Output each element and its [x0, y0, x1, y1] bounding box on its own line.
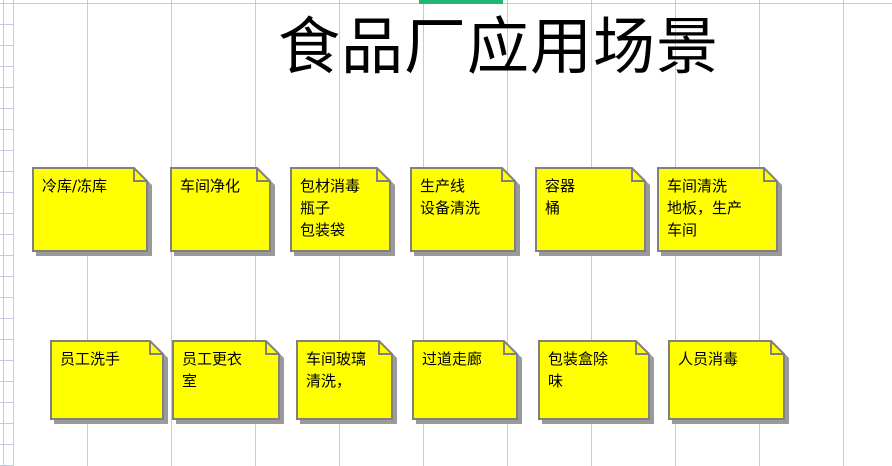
note-fill	[172, 340, 280, 420]
note-label-workshop-purification: 车间净化	[180, 177, 241, 195]
grid-row-line	[0, 255, 14, 256]
note-outline-icon	[657, 167, 778, 252]
note-outline-icon	[290, 167, 391, 252]
grid-row-line	[0, 381, 14, 382]
note-outline-icon	[170, 167, 271, 252]
grid-row-line	[0, 444, 14, 445]
note-label-workshop-cleaning: 车间清洗 地板，生产 车间	[667, 177, 743, 239]
note-outline-icon	[668, 340, 785, 420]
note-shape-production-line-equipment-cleaning[interactable]: 生产线 设备清洗	[410, 167, 516, 252]
column-selection-marker	[419, 0, 503, 4]
note-fill	[410, 167, 516, 252]
note-shape-personnel-disinfection[interactable]: 人员消毒	[668, 340, 785, 420]
grid-row-line	[0, 87, 14, 88]
grid-row-line	[0, 276, 14, 277]
note-outline-icon	[32, 167, 148, 252]
grid-row-line	[0, 192, 14, 193]
note-fill	[538, 340, 650, 420]
note-fill	[290, 167, 391, 252]
note-outline-icon	[50, 340, 164, 420]
grid-row-line	[0, 402, 14, 403]
note-shape-staff-changing-room[interactable]: 员工更衣 室	[172, 340, 280, 420]
note-label-production-line-equipment-cleaning: 生产线 设备清洗	[420, 177, 481, 217]
note-outline-icon	[410, 167, 516, 252]
note-label-aisle-corridor: 过道走廊	[422, 350, 483, 368]
row-header-gutter	[13, 0, 14, 466]
note-fill	[668, 340, 785, 420]
grid-row-line	[0, 66, 14, 67]
grid-row-line	[0, 150, 14, 151]
note-fill	[535, 167, 646, 252]
note-label-container-barrel: 容器 桶	[545, 177, 576, 217]
grid-row-line	[0, 234, 14, 235]
grid-row-line	[0, 45, 14, 46]
grid-row-line	[0, 213, 14, 214]
note-shape-packaging-box-deodorizing[interactable]: 包装盒除 味	[538, 340, 650, 420]
note-shape-container-barrel[interactable]: 容器 桶	[535, 167, 646, 252]
note-fill	[170, 167, 271, 252]
note-outline-icon	[172, 340, 280, 420]
grid-row-line	[0, 297, 14, 298]
grid-row-line	[0, 171, 14, 172]
note-shape-staff-handwashing[interactable]: 员工洗手	[50, 340, 164, 420]
grid-column-line	[3, 0, 4, 466]
grid-row-line	[0, 3, 14, 4]
grid-row-line	[0, 108, 14, 109]
note-shape-aisle-corridor[interactable]: 过道走廊	[412, 340, 518, 420]
note-shape-workshop-purification[interactable]: 车间净化	[170, 167, 271, 252]
note-shape-cold-storage[interactable]: 冷库/冻库	[32, 167, 148, 252]
note-label-packaging-material-disinfection: 包材消毒 瓶子 包装袋	[300, 177, 361, 239]
note-shape-packaging-material-disinfection[interactable]: 包材消毒 瓶子 包装袋	[290, 167, 391, 252]
grid-row-line	[0, 423, 14, 424]
note-shape-workshop-glass-cleaning[interactable]: 车间玻璃 清洗，	[296, 340, 393, 420]
note-label-staff-handwashing: 员工洗手	[60, 350, 121, 368]
note-outline-icon	[412, 340, 518, 420]
note-outline-icon	[535, 167, 646, 252]
note-fill	[50, 340, 164, 420]
page-title: 食品厂应用场景	[278, 10, 720, 83]
note-label-staff-changing-room: 员工更衣 室	[182, 350, 243, 390]
note-label-packaging-box-deodorizing: 包装盒除 味	[548, 350, 609, 390]
note-fill	[296, 340, 393, 420]
note-fill	[412, 340, 518, 420]
note-fill	[657, 167, 778, 252]
grid-row-line	[0, 24, 14, 25]
note-shape-workshop-cleaning[interactable]: 车间清洗 地板，生产 车间	[657, 167, 778, 252]
grid-row-line	[0, 339, 14, 340]
grid-row-line	[0, 360, 14, 361]
note-outline-icon	[296, 340, 393, 420]
note-label-personnel-disinfection: 人员消毒	[678, 350, 739, 368]
grid-row-line	[0, 318, 14, 319]
note-fill	[32, 167, 148, 252]
note-outline-icon	[538, 340, 650, 420]
grid-row-line	[0, 129, 14, 130]
note-label-workshop-glass-cleaning: 车间玻璃 清洗，	[306, 350, 367, 390]
note-label-cold-storage: 冷库/冻库	[42, 177, 108, 195]
grid-column-line	[843, 0, 844, 466]
